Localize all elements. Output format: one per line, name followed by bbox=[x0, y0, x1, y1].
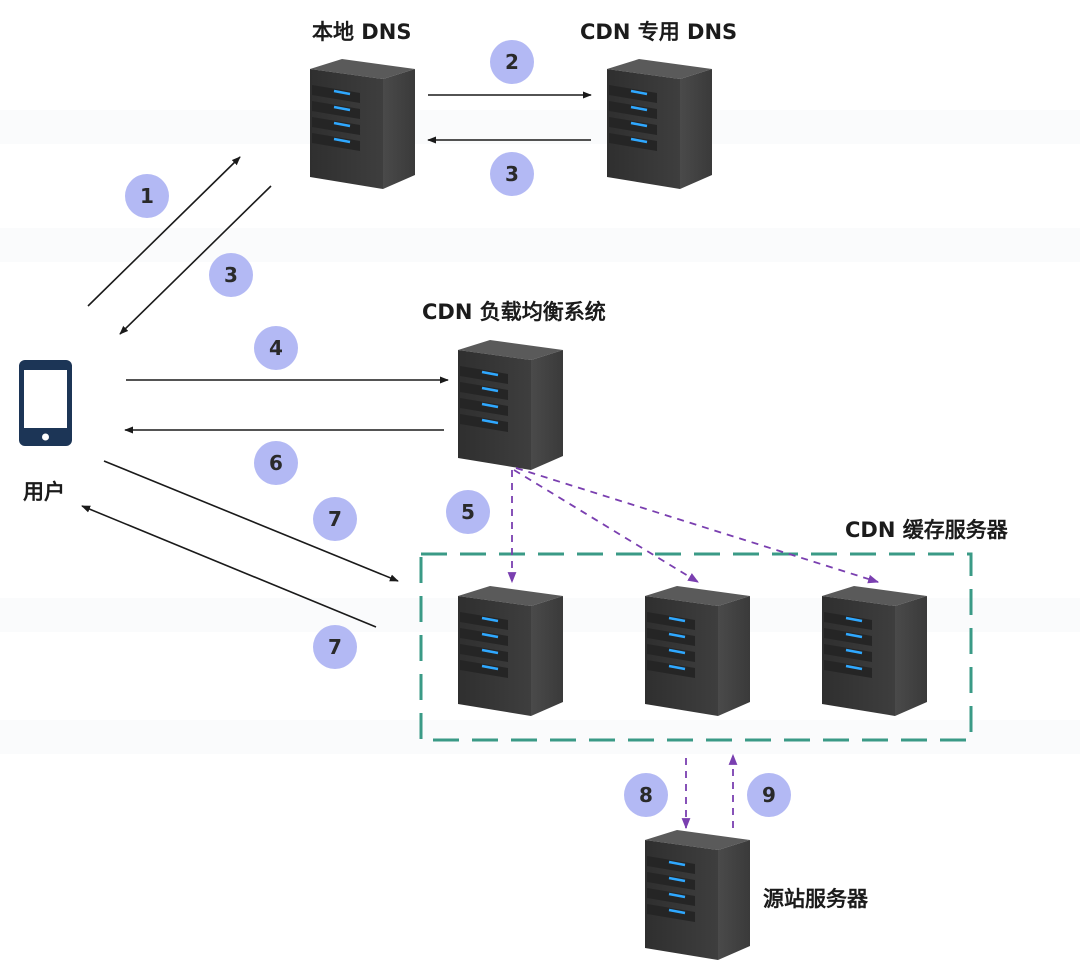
cache-server-group-box bbox=[419, 552, 973, 742]
cache-server-icon-3 bbox=[820, 584, 929, 718]
background-band bbox=[0, 720, 1080, 754]
background-band bbox=[0, 110, 1080, 144]
step-badge-3-dns: 3 bbox=[490, 152, 534, 196]
smartphone-icon bbox=[19, 360, 72, 446]
dashed-arrow-step-5-cache-3 bbox=[515, 467, 880, 584]
step-badge-8: 8 bbox=[624, 773, 668, 817]
arrow-step-7-response bbox=[81, 505, 377, 628]
step-badge-7-response: 7 bbox=[313, 625, 357, 669]
cdn-dns-label: CDN 专用 DNS bbox=[580, 20, 738, 44]
arrow-step-3-to-user bbox=[119, 185, 272, 335]
load-balancer-server-icon bbox=[456, 338, 565, 472]
step-badge-2: 2 bbox=[490, 40, 534, 84]
cache-servers-label: CDN 缓存服务器 bbox=[845, 518, 1008, 542]
arrow-step-1 bbox=[87, 156, 241, 307]
step-badge-6: 6 bbox=[254, 441, 298, 485]
dashed-arrow-step-5-cache-2 bbox=[513, 469, 699, 583]
local-dns-label: 本地 DNS bbox=[312, 20, 412, 44]
user-label: 用户 bbox=[23, 480, 65, 504]
step-badge-1: 1 bbox=[125, 174, 169, 218]
arrow-step-7-request bbox=[103, 460, 399, 582]
step-badge-5: 5 bbox=[446, 490, 490, 534]
step-badge-7-request: 7 bbox=[313, 497, 357, 541]
step-badge-9: 9 bbox=[747, 773, 791, 817]
origin-server-icon bbox=[643, 828, 752, 962]
step-badge-3-user: 3 bbox=[209, 253, 253, 297]
cache-server-icon-1 bbox=[456, 584, 565, 718]
local-dns-server-icon bbox=[308, 57, 417, 191]
cache-server-icon-2 bbox=[643, 584, 752, 718]
cdn-dns-server-icon bbox=[605, 57, 714, 191]
step-badge-4: 4 bbox=[254, 326, 298, 370]
origin-server-label: 源站服务器 bbox=[763, 887, 868, 911]
background-band bbox=[0, 228, 1080, 262]
load-balancer-label: CDN 负载均衡系统 bbox=[422, 300, 606, 324]
